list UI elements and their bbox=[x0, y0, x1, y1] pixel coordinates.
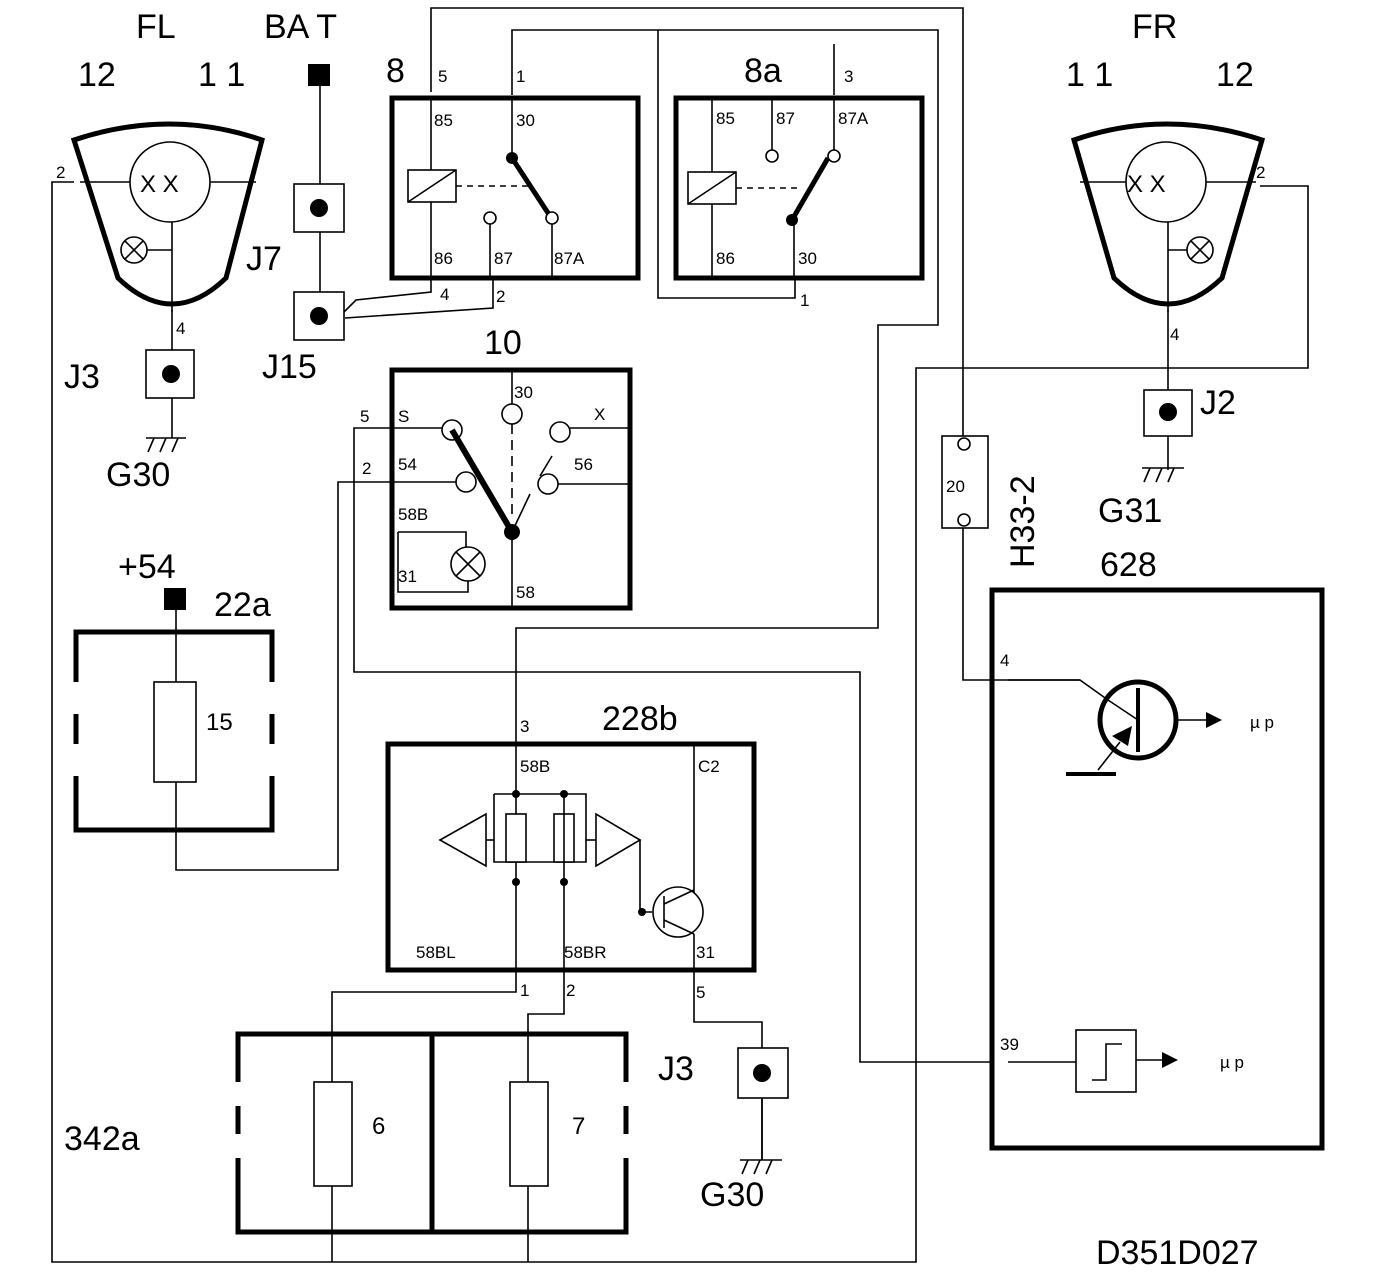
headlamp-fl: X X bbox=[70, 121, 266, 312]
label-module-228b: 228b bbox=[602, 700, 678, 738]
ground-g30-top bbox=[146, 437, 186, 453]
pin: 58BL bbox=[416, 943, 456, 962]
labels: FL BA T FR 12 1 1 1 1 12 8 8a 10 J7 J15 … bbox=[64, 8, 1259, 1272]
ground-g31 bbox=[1142, 467, 1184, 483]
pin: 85 bbox=[716, 109, 735, 128]
label-relay-8a: 8a bbox=[744, 52, 782, 90]
pin: 86 bbox=[434, 249, 453, 268]
pin: 3 bbox=[520, 717, 529, 736]
pin: 2 bbox=[1256, 163, 1265, 182]
ground-g30-bottom bbox=[740, 1159, 782, 1175]
pin: 4 bbox=[1000, 651, 1009, 670]
pin: 4 bbox=[176, 319, 185, 338]
pin: 5 bbox=[360, 407, 369, 426]
svg-text:X X: X X bbox=[1127, 171, 1166, 198]
pin: S bbox=[398, 407, 409, 426]
pin: µ p bbox=[1220, 1053, 1244, 1072]
pin-labels: 2 4 5 1 85 30 86 87 87A 4 2 3 85 87 87A … bbox=[56, 67, 1274, 1072]
label-g30-top: G30 bbox=[106, 456, 170, 494]
label-j2: J2 bbox=[1200, 384, 1236, 422]
label-plus54: +54 bbox=[118, 548, 176, 586]
pin: 56 bbox=[574, 455, 593, 474]
pin: 2 bbox=[496, 287, 505, 306]
label-fr: FR bbox=[1132, 8, 1177, 46]
headlamp-fr: X X bbox=[1070, 121, 1266, 312]
pin: 58 bbox=[516, 583, 535, 602]
label-fuse-342a: 342a bbox=[64, 1120, 140, 1158]
connector-j7 bbox=[293, 183, 345, 233]
pin: 39 bbox=[1000, 1035, 1019, 1054]
pin: 87 bbox=[494, 249, 513, 268]
label-fuse-22a: 22a bbox=[214, 586, 271, 624]
pin: 1 bbox=[800, 291, 809, 310]
label-h33-2: H33-2 bbox=[1004, 475, 1042, 568]
pin: 5 bbox=[696, 983, 705, 1002]
pin: 30 bbox=[516, 111, 535, 130]
pin: 85 bbox=[434, 111, 453, 130]
label-g30-bottom: G30 bbox=[700, 1176, 764, 1214]
label-fr-12: 12 bbox=[1216, 56, 1254, 94]
pin: 54 bbox=[398, 455, 417, 474]
pin: 2 bbox=[566, 981, 575, 1000]
label-fuse-6: 6 bbox=[372, 1113, 385, 1140]
label-fr-11: 1 1 bbox=[1066, 56, 1113, 94]
pin: 1 bbox=[516, 67, 525, 86]
label-j3-bottom: J3 bbox=[658, 1050, 694, 1088]
connector-j3-bottom bbox=[737, 1047, 789, 1099]
label-code: D351D027 bbox=[1096, 1234, 1259, 1272]
pin: 4 bbox=[440, 285, 449, 304]
pin: 58B bbox=[398, 505, 428, 524]
label-module-628: 628 bbox=[1100, 546, 1157, 584]
module-628 bbox=[989, 587, 1325, 1151]
switch-10 bbox=[389, 367, 633, 611]
pin: 5 bbox=[438, 67, 447, 86]
relay-8a bbox=[673, 95, 925, 281]
module-228b bbox=[385, 741, 757, 973]
label-relay-8: 8 bbox=[386, 52, 405, 90]
pin: 87A bbox=[554, 249, 585, 268]
pin: 58BR bbox=[564, 943, 607, 962]
fuse-22a bbox=[73, 629, 275, 833]
connector-j15 bbox=[293, 291, 345, 341]
pin: C2 bbox=[698, 757, 720, 776]
pin: 31 bbox=[398, 567, 417, 586]
pin: 3 bbox=[844, 67, 853, 86]
label-fuse-15: 15 bbox=[206, 709, 233, 736]
pin: 2 bbox=[362, 459, 371, 478]
pin: 30 bbox=[798, 249, 817, 268]
pin: X bbox=[594, 405, 605, 424]
svg-text:X X: X X bbox=[140, 171, 179, 198]
label-fl-12: 12 bbox=[78, 56, 116, 94]
pin: 58B bbox=[520, 757, 550, 776]
label-fl: FL bbox=[136, 8, 176, 46]
label-j7: J7 bbox=[246, 240, 282, 278]
label-j15: J15 bbox=[262, 348, 317, 386]
pin: µ p bbox=[1250, 713, 1274, 732]
label-switch-10: 10 bbox=[484, 324, 522, 362]
pin: 1 bbox=[520, 981, 529, 1000]
label-j3-top: J3 bbox=[64, 358, 100, 396]
label-fuse-7: 7 bbox=[572, 1113, 585, 1140]
label-g31: G31 bbox=[1098, 492, 1162, 530]
pin: 86 bbox=[716, 249, 735, 268]
pin: 87 bbox=[776, 109, 795, 128]
label-bat: BA T bbox=[264, 8, 337, 46]
pin: 4 bbox=[1170, 325, 1179, 344]
pin: 2 bbox=[56, 163, 65, 182]
connector-j2 bbox=[1143, 389, 1193, 437]
plus54-terminal bbox=[164, 588, 186, 610]
connector-j3-top bbox=[145, 349, 195, 399]
battery-terminal bbox=[308, 64, 330, 86]
relay-8 bbox=[389, 95, 641, 281]
label-fl-11: 1 1 bbox=[198, 56, 245, 94]
pin: 87A bbox=[838, 109, 869, 128]
fuse-h33-2 bbox=[941, 435, 989, 529]
fuse-342a bbox=[235, 1031, 629, 1235]
pin: 20 bbox=[946, 477, 965, 496]
pin: 31 bbox=[696, 943, 715, 962]
pin: 30 bbox=[514, 383, 533, 402]
